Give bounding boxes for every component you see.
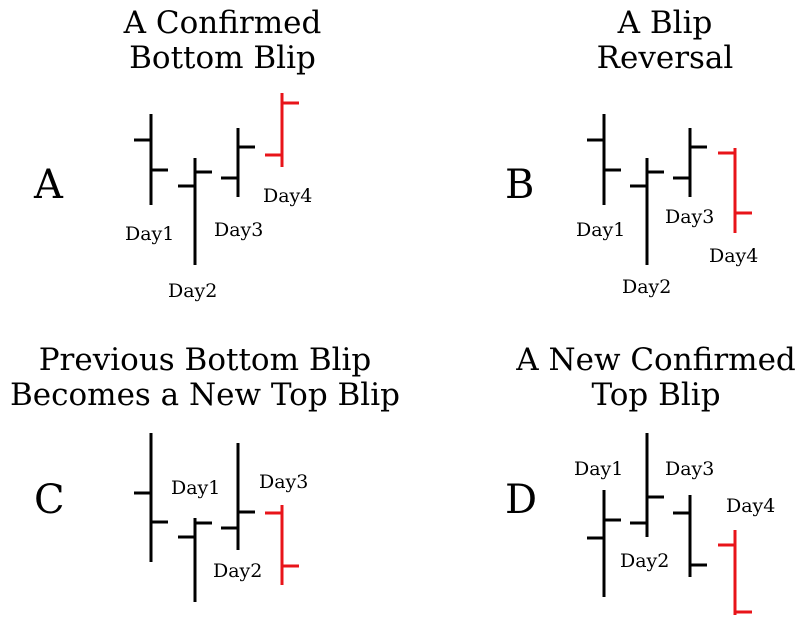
panel-a-bar-3-label: Day3 [214, 219, 263, 241]
panel-a-title-line-1: A Confirmed [123, 5, 322, 41]
panel-c-bar-2 [178, 518, 212, 602]
panel-a-title: A Confirmed Bottom Blip [90, 6, 355, 76]
panel-b-bar-3-label: Day3 [665, 206, 714, 228]
panel-a-bar-1 [134, 114, 168, 205]
panel-c-title: Previous Bottom Blip Becomes a New Top B… [0, 343, 410, 413]
panel-b-bar-4-label: Day4 [709, 245, 758, 267]
panel-c-bar-4 [265, 505, 299, 585]
panel-b-letter: B [505, 162, 535, 208]
panel-b-title-line-2: Reversal [596, 40, 734, 76]
panel-c-bar-1 [134, 433, 168, 562]
panel-a-bar-1-label: Day1 [125, 223, 174, 245]
panel-d-bar-1-label: Day1 [574, 458, 623, 480]
panel-a-bar-2-label: Day2 [168, 280, 217, 302]
panel-b-bar-2 [630, 158, 664, 265]
panel-d-bar-2 [630, 433, 664, 537]
panel-d-bar-4 [718, 530, 752, 615]
panel-a-letter: A [34, 162, 63, 208]
panel-d-title-line-2: Top Blip [591, 377, 721, 413]
panel-a-title-line-2: Bottom Blip [129, 40, 316, 76]
panel-d-bar-1 [587, 490, 621, 597]
panel-c-title-line-2: Becomes a New Top Blip [10, 377, 400, 413]
panel-b-title: A Blip Reversal [540, 6, 790, 76]
panel-c-bar-1-label: Day1 [171, 477, 220, 499]
panel-d-title: A New Confirmed Top Blip [505, 343, 807, 413]
panel-d-bar-4-label: Day4 [726, 495, 775, 517]
panel-d-letter: D [505, 477, 538, 523]
panel-d-title-line-1: A New Confirmed [516, 342, 796, 378]
panel-b-bar-2-label: Day2 [622, 276, 671, 298]
panel-c-bar-2-label: Day2 [213, 560, 262, 582]
panel-b-bar-1 [587, 114, 621, 205]
panel-a-bar-2 [178, 158, 212, 265]
panel-c-letter: C [34, 477, 65, 523]
panel-b-bar-3 [673, 128, 707, 197]
panel-d-bar-3 [673, 495, 707, 577]
panel-a-bar-4-label: Day4 [263, 185, 312, 207]
panel-a-bar-4 [265, 93, 299, 167]
panel-c-bar-3-label: Day3 [259, 471, 308, 493]
panel-c-title-line-1: Previous Bottom Blip [38, 342, 372, 378]
panel-b-bar-1-label: Day1 [576, 219, 625, 241]
panel-b-title-line-1: A Blip [617, 5, 713, 41]
panel-c-bar-3 [221, 443, 255, 550]
panel-d-bar-2-label: Day2 [620, 550, 669, 572]
panel-a-bar-3 [221, 128, 255, 197]
panel-d-bar-3-label: Day3 [665, 458, 714, 480]
panel-b-bar-4 [718, 148, 752, 233]
